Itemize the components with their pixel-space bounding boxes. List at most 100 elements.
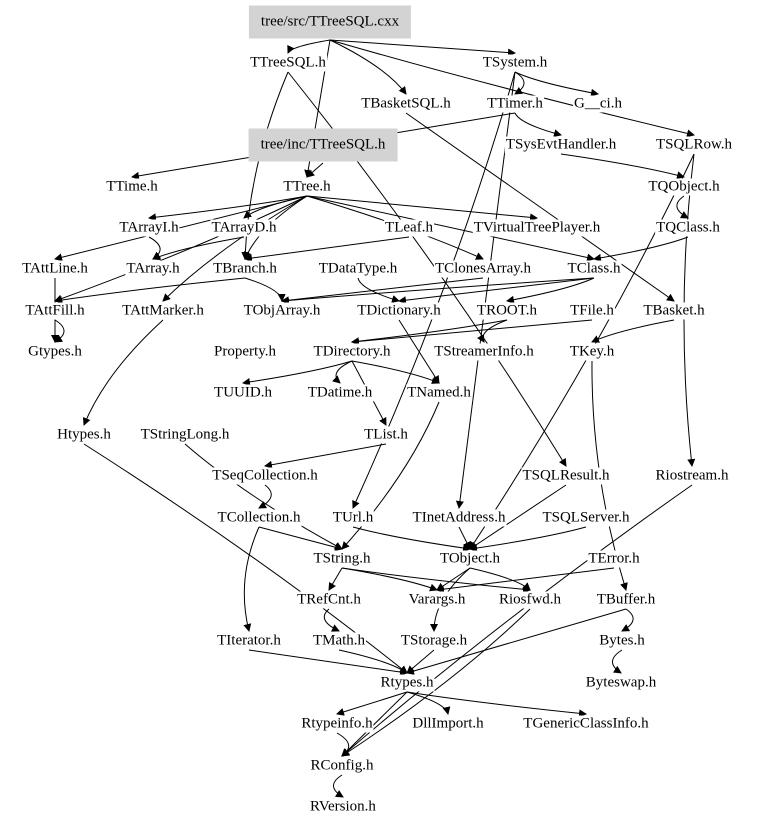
node-TSeqCollection[interactable]: TSeqCollection.h	[211, 467, 319, 485]
edge-TSystem-to-Gci	[514, 71, 599, 97]
node-TSystem[interactable]: TSystem.h	[481, 54, 549, 72]
node-Rtypes[interactable]: Rtypes.h	[379, 674, 435, 692]
edge-TClass-to-TDictionary	[398, 277, 595, 305]
edge-cxx-to-TSystem	[329, 39, 516, 57]
edge-TSQLServer-to-TObject	[469, 526, 587, 552]
node-TDatime[interactable]: TDatime.h	[306, 384, 374, 402]
node-TRefCnt[interactable]: TRefCnt.h	[296, 591, 362, 609]
node-Bytes[interactable]: Bytes.h	[598, 632, 646, 650]
node-TArrayD[interactable]: TArrayD.h	[210, 219, 278, 237]
node-TIterator[interactable]: TIterator.h	[216, 632, 282, 650]
node-TTree[interactable]: TTree.h	[282, 178, 332, 196]
node-TBuffer[interactable]: TBuffer.h	[595, 591, 657, 609]
node-TAttLine[interactable]: TAttLine.h	[21, 260, 89, 278]
node-TArrayI[interactable]: TArrayI.h	[118, 219, 180, 237]
edge-TTree-to-TAttMarker	[162, 195, 308, 302]
node-TNamed[interactable]: TNamed.h	[406, 384, 472, 402]
node-TObjArray[interactable]: TObjArray.h	[242, 302, 322, 320]
edge-TQClass-to-TClass	[593, 236, 689, 262]
node-TTime[interactable]: TTime.h	[105, 178, 159, 196]
node-Rtypeinfo[interactable]: Rtypeinfo.h	[300, 715, 374, 733]
node-RConfig[interactable]: RConfig.h	[309, 757, 375, 775]
node-TSQLRow[interactable]: TSQLRow.h	[654, 136, 734, 154]
node-Property[interactable]: Property.h	[213, 343, 277, 361]
edge-Riostream-to-RConfig	[341, 484, 693, 757]
node-TArray[interactable]: TArray.h	[125, 260, 181, 278]
edge-TBranch-to-TAttFill	[54, 277, 246, 304]
node-TDictionary[interactable]: TDictionary.h	[356, 302, 442, 320]
node-TString[interactable]: TString.h	[312, 550, 372, 568]
node-TCollection[interactable]: TCollection.h	[216, 509, 302, 527]
node-TList[interactable]: TList.h	[363, 426, 409, 444]
node-TUrl[interactable]: TUrl.h	[331, 509, 375, 527]
node-RVersion[interactable]: RVersion.h	[309, 798, 377, 816]
edge-TTree-to-TAttLine	[54, 195, 308, 262]
edge-inc-to-TTree	[306, 162, 324, 178]
node-TTreeSQL_h[interactable]: TTreeSQL.h	[249, 54, 327, 72]
edge-TROOT-to-TStreamerInfo	[477, 319, 508, 343]
node-TBasketSQL[interactable]: TBasketSQL.h	[360, 95, 452, 113]
node-TStringLong[interactable]: TStringLong.h	[139, 426, 231, 444]
node-cxx[interactable]: tree/src/TTreeSQL.cxx	[248, 5, 412, 39]
edge-TSystem-to-TInetAddress	[455, 71, 516, 509]
edge-TAttMarker-to-Htypes	[82, 319, 164, 426]
edge-TClass-to-TObjArray	[281, 277, 595, 305]
node-TSQLResult[interactable]: TSQLResult.h	[521, 467, 611, 485]
node-Riosfwd[interactable]: Riosfwd.h	[497, 591, 563, 609]
node-TSysEvtHandler[interactable]: TSysEvtHandler.h	[504, 136, 618, 154]
node-TSQLServer[interactable]: TSQLServer.h	[541, 509, 631, 527]
node-TStreamerInfo[interactable]: TStreamerInfo.h	[433, 343, 535, 361]
node-TMath[interactable]: TMath.h	[311, 632, 367, 650]
node-Byteswap[interactable]: Byteswap.h	[584, 674, 658, 692]
edge-RConfig-to-RVersion	[333, 774, 344, 798]
edge-TObject-to-Riosfwd	[469, 567, 531, 591]
node-TStorage[interactable]: TStorage.h	[399, 632, 469, 650]
node-TInetAddress[interactable]: TInetAddress.h	[411, 509, 507, 527]
node-TQClass[interactable]: TQClass.h	[655, 219, 721, 237]
edge-TDataType-to-TDictionary	[357, 277, 400, 303]
edge-TIterator-to-Rtypes	[248, 649, 408, 676]
node-TAttMarker[interactable]: TAttMarker.h	[121, 302, 205, 320]
node-TObject[interactable]: TObject.h	[438, 550, 502, 568]
edge-TTreeSQL_h-to-TBranch	[241, 71, 289, 260]
node-Gci[interactable]: G__ci.h	[573, 95, 623, 113]
edge-TError-to-Varargs	[436, 567, 615, 594]
node-TError[interactable]: TError.h	[587, 550, 641, 568]
node-TROOT[interactable]: TROOT.h	[475, 302, 539, 320]
edge-Rtypes-to-DllImport	[406, 691, 451, 715]
node-Varargs[interactable]: Varargs.h	[407, 591, 467, 609]
node-TDataType[interactable]: TDataType.h	[317, 260, 399, 278]
node-Riostream[interactable]: Riostream.h	[654, 467, 730, 485]
node-TFile[interactable]: TFile.h	[569, 302, 615, 320]
node-TClass[interactable]: TClass.h	[566, 260, 622, 278]
node-DllImport[interactable]: DllImport.h	[411, 715, 485, 733]
node-TBasket[interactable]: TBasket.h	[642, 302, 706, 320]
node-TQObject[interactable]: TQObject.h	[647, 178, 721, 196]
edge-TDirectory-to-TUUID	[242, 360, 353, 386]
node-TBranch[interactable]: TBranch.h	[212, 260, 278, 278]
node-TTimer[interactable]: TTimer.h	[486, 95, 544, 113]
edge-Riosfwd-to-RConfig	[341, 608, 531, 757]
edge-TROOT-to-TDirectory	[351, 319, 508, 346]
edge-TTimer-to-TSysEvtHandler	[514, 112, 562, 138]
edge-Rtypeinfo-to-RConfig	[336, 732, 351, 757]
node-Htypes[interactable]: Htypes.h	[56, 426, 112, 444]
node-Gtypes[interactable]: Gtypes.h	[27, 343, 83, 361]
node-TVirtualTreePlayer[interactable]: TVirtualTreePlayer.h	[472, 219, 602, 237]
node-TAttFill[interactable]: TAttFill.h	[24, 302, 86, 320]
edge-TSysEvtHandler-to-TQObject	[560, 153, 685, 180]
node-TClonesArray[interactable]: TClonesArray.h	[433, 260, 533, 278]
edge-cxx-to-TTreeSQL_h	[287, 39, 331, 54]
edge-Htypes-to-Rtypes	[83, 443, 408, 674]
edge-TBuffer-to-Rtypes	[406, 608, 627, 675]
edge-TBranch-to-TObjArray	[244, 277, 286, 302]
edge-TString-to-TRefCnt	[328, 567, 343, 591]
node-TLeaf[interactable]: TLeaf.h	[384, 219, 434, 237]
edge-cxx-to-TTree	[304, 39, 331, 178]
node-TUUID[interactable]: TUUID.h	[213, 384, 273, 402]
node-inc[interactable]: tree/inc/TTreeSQL.h	[248, 128, 398, 162]
node-TGenericClassInfo[interactable]: TGenericClassInfo.h	[522, 715, 650, 733]
edge-TArrayD-to-TArray	[152, 236, 245, 261]
node-TKey[interactable]: TKey.h	[568, 343, 616, 361]
node-TDirectory[interactable]: TDirectory.h	[312, 343, 392, 361]
